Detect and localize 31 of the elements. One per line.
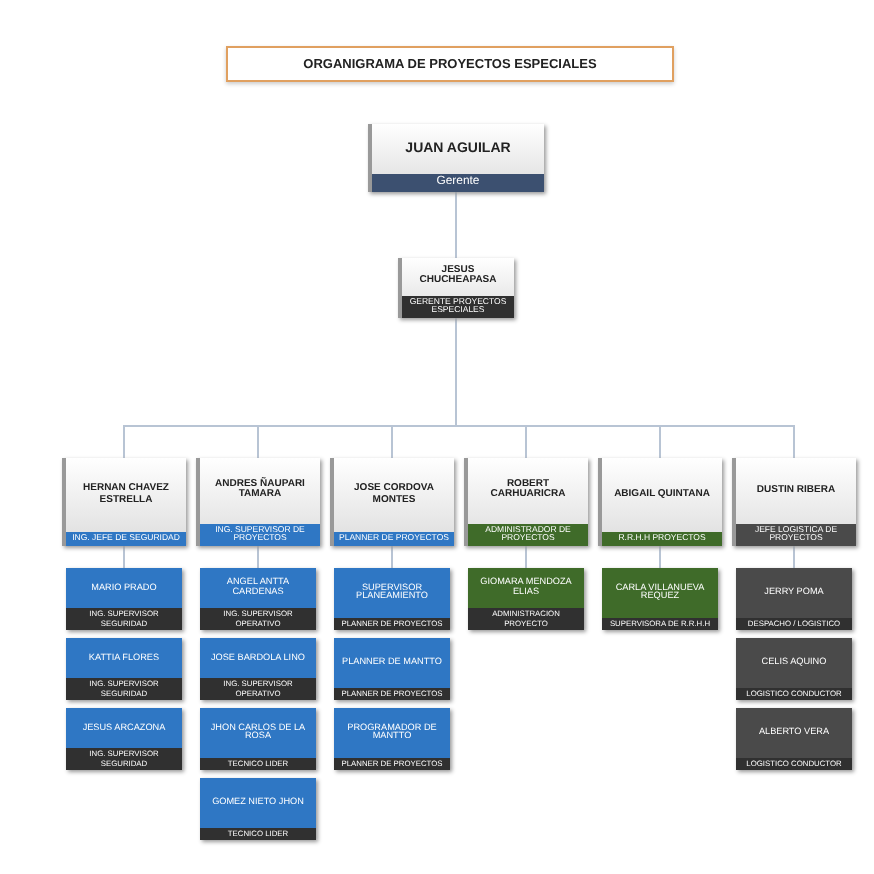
staff-card <box>200 708 316 770</box>
position-card <box>732 458 856 546</box>
staff-card <box>468 568 584 630</box>
connector-line <box>455 191 457 259</box>
position-card <box>464 458 588 546</box>
staff-card <box>200 568 316 630</box>
position-card <box>368 124 544 192</box>
staff-card <box>334 708 450 770</box>
staff-card <box>66 568 182 630</box>
staff-card <box>200 638 316 700</box>
connector-line <box>257 545 259 569</box>
staff-card <box>334 568 450 630</box>
connector-line <box>123 545 125 569</box>
staff-card <box>736 568 852 630</box>
position-card <box>196 458 320 546</box>
position-card <box>598 458 722 546</box>
staff-card <box>736 708 852 770</box>
position-card <box>62 458 186 546</box>
staff-card <box>200 778 316 840</box>
connector-line <box>455 317 795 459</box>
staff-card <box>66 708 182 770</box>
connector-line <box>793 545 795 569</box>
staff-card <box>736 638 852 700</box>
connector-line <box>659 545 661 569</box>
position-card <box>398 258 514 318</box>
position-card <box>330 458 454 546</box>
connector-line <box>391 545 393 569</box>
connector-line <box>525 545 527 569</box>
staff-card <box>66 638 182 700</box>
staff-card <box>334 638 450 700</box>
staff-card <box>602 568 718 630</box>
